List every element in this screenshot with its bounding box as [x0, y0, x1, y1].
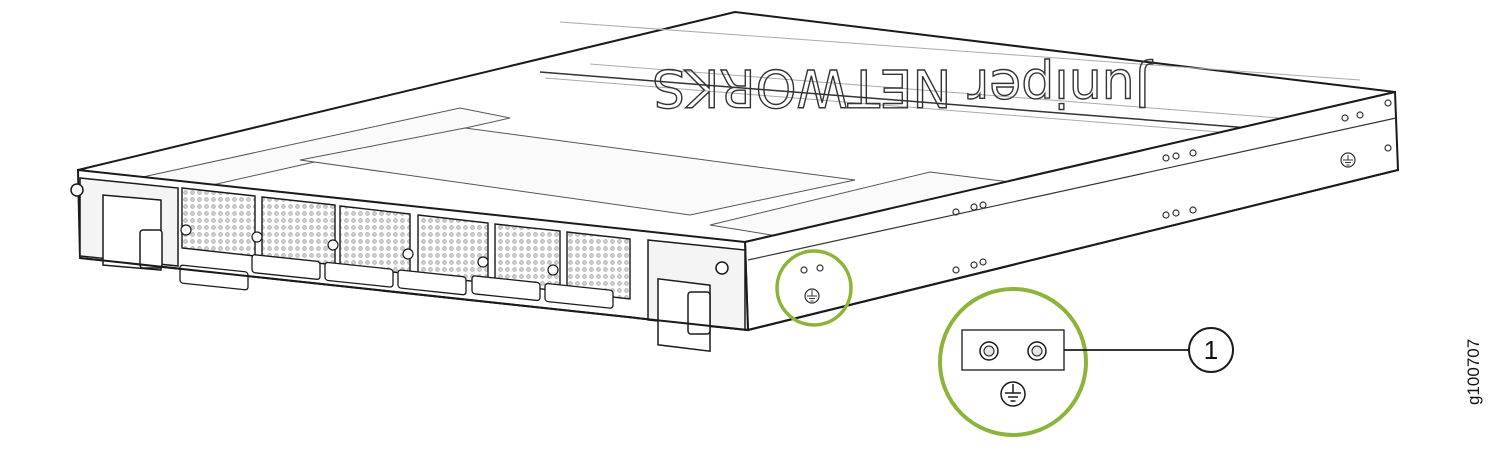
screw-icon [180, 224, 192, 236]
ground-symbol-icon [804, 288, 820, 304]
side-mounting-holes [952, 99, 1392, 274]
chassis-bottom-side-edge [747, 169, 1399, 331]
figure-id: g100707 [1464, 338, 1483, 405]
screw-icon [402, 248, 414, 260]
top-access-panel-center [299, 127, 856, 216]
top-rib-2 [589, 63, 1331, 123]
grounding-lug-plate [961, 329, 1065, 371]
screw-icon [547, 264, 559, 276]
brand-logo: Juniper NETWORKS [652, 56, 1154, 117]
screw-icon [251, 231, 263, 243]
screw-icon [70, 183, 84, 197]
screw-icon [477, 256, 489, 268]
top-rib-1 [539, 71, 1301, 133]
screw-icon [327, 239, 339, 251]
grounding-detail-zoom [938, 287, 1088, 437]
top-rib-3 [544, 77, 1296, 139]
callout-number: 1 [1204, 335, 1218, 365]
grounding-highlight-ring [775, 249, 853, 327]
chassis-grounding-point [800, 264, 824, 304]
top-rib-4 [559, 21, 1361, 81]
screw-icon [715, 261, 729, 275]
side-rail-line [747, 117, 1397, 261]
fan-module-4 [397, 214, 489, 296]
power-supply-right [647, 239, 746, 353]
fan-module-5 [471, 223, 561, 302]
svg-text:Juniper NETWORKS: Juniper NETWORKS [652, 57, 1153, 117]
ground-symbol-icon [1340, 152, 1356, 168]
fan-module-6 [544, 231, 631, 309]
fan-module-3 [324, 205, 411, 288]
ground-symbol-icon [1000, 381, 1026, 407]
chassis-bottom-edge [79, 257, 749, 331]
callout-1: 1 [1188, 327, 1234, 373]
power-supply-left [70, 177, 179, 271]
fan-modules [179, 187, 631, 309]
